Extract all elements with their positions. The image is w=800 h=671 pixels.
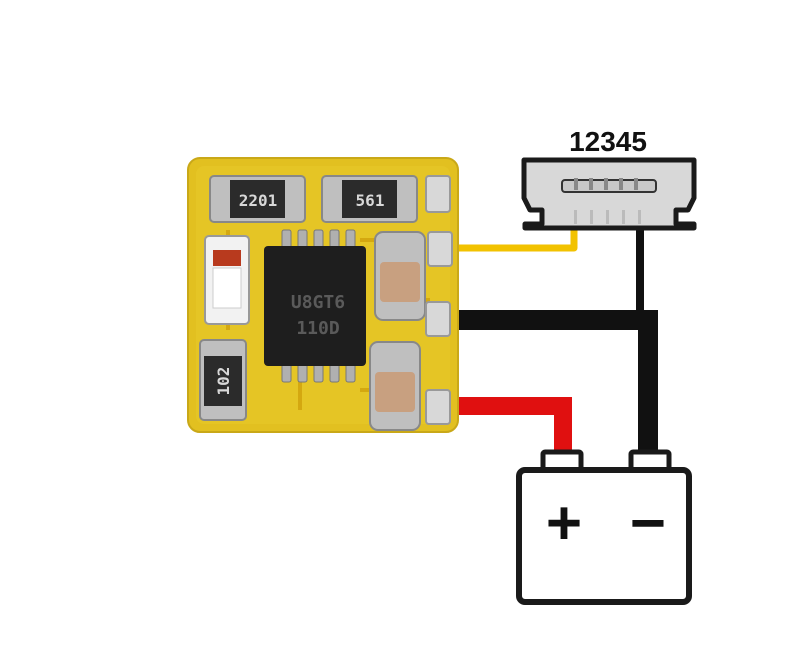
pad-ground — [425, 301, 451, 337]
wires — [455, 205, 658, 462]
capacitor-top — [374, 231, 426, 321]
battery-negative-symbol: − — [630, 489, 666, 558]
usb-connector: 12345 — [521, 126, 697, 231]
usb-pins — [574, 178, 641, 224]
battery-positive-symbol: + — [546, 489, 582, 558]
ic-chip: U8GT6 110D — [264, 229, 366, 383]
resistor-2201: 2201 — [209, 175, 306, 223]
pad-top-right — [425, 175, 451, 213]
wire-positive — [455, 397, 572, 462]
pcb-pads — [425, 175, 453, 425]
resistor-2201-label: 2201 — [239, 191, 278, 210]
resistor-561: 561 — [321, 175, 418, 223]
pad-signal — [427, 231, 453, 267]
usb-socket — [561, 179, 657, 193]
pcb-module: 2201 561 102 — [187, 157, 459, 433]
battery-body — [516, 467, 692, 605]
ic-marking-line1: U8GT6 — [291, 292, 345, 313]
usb-body — [521, 157, 697, 231]
battery: + − — [516, 449, 692, 605]
resistor-102-label: 102 — [214, 367, 233, 396]
capacitor-bottom — [369, 341, 421, 431]
pad-positive — [425, 389, 451, 425]
led — [204, 235, 250, 325]
ic-marking-line2: 110D — [296, 318, 340, 339]
resistor-102: 102 — [199, 339, 247, 421]
usb-pin-label: 12345 — [569, 126, 647, 157]
resistor-561-label: 561 — [356, 191, 385, 210]
